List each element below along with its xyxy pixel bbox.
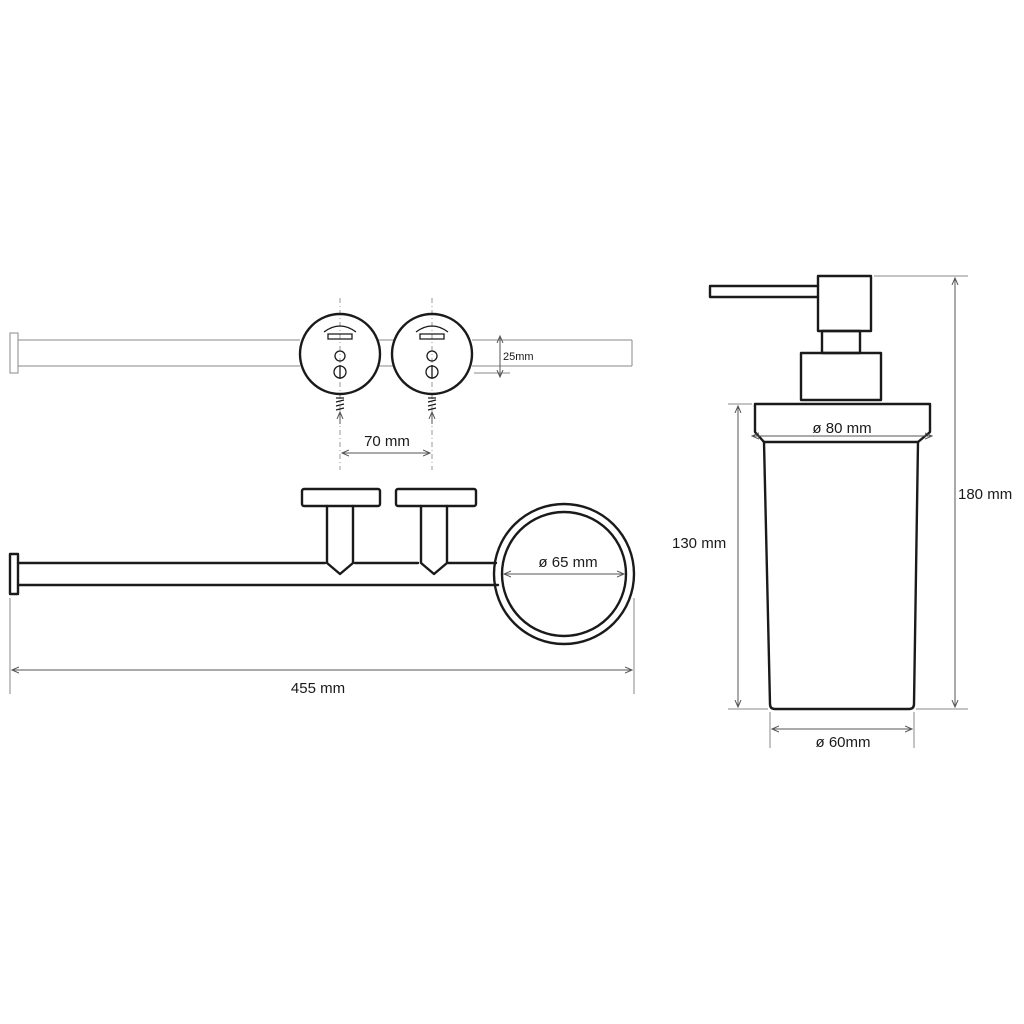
wall-flange-right [394,487,478,508]
base-diameter-label: ø 60mm [815,734,870,751]
post-right [419,504,449,576]
lid-diameter-label: ø 80 mm [812,420,871,437]
top-view: 70 mm 25mm [9,298,633,470]
top-view-end-cap [9,332,19,374]
pump-nozzle [708,284,820,299]
pump-head [816,274,873,333]
mount-spacing-label: 70 mm [364,433,410,450]
wall-flange-left [300,487,382,508]
bar-end-cap [8,552,20,596]
total-width-label: 455 mm [291,680,345,697]
soap-dispenser: ø 80 mm ø 60mm 130 mm 180 mm [672,274,1012,751]
mounting-plate-left [298,312,382,424]
plate-depth-label: 25mm [503,351,534,363]
pump-neck [820,329,862,355]
ring-diameter-label: ø 65 mm [538,554,597,571]
post-left [325,504,355,576]
total-height-label: 180 mm [958,486,1012,503]
glass-height-label: 130 mm [672,535,726,552]
ring-holder-inner [500,510,628,638]
glass-container [762,440,920,711]
front-view: ø 65 mm 455 mm [8,487,636,697]
pump-collar [799,351,883,402]
mounting-plate-right [390,312,474,424]
ring-holder-outer [492,502,636,646]
